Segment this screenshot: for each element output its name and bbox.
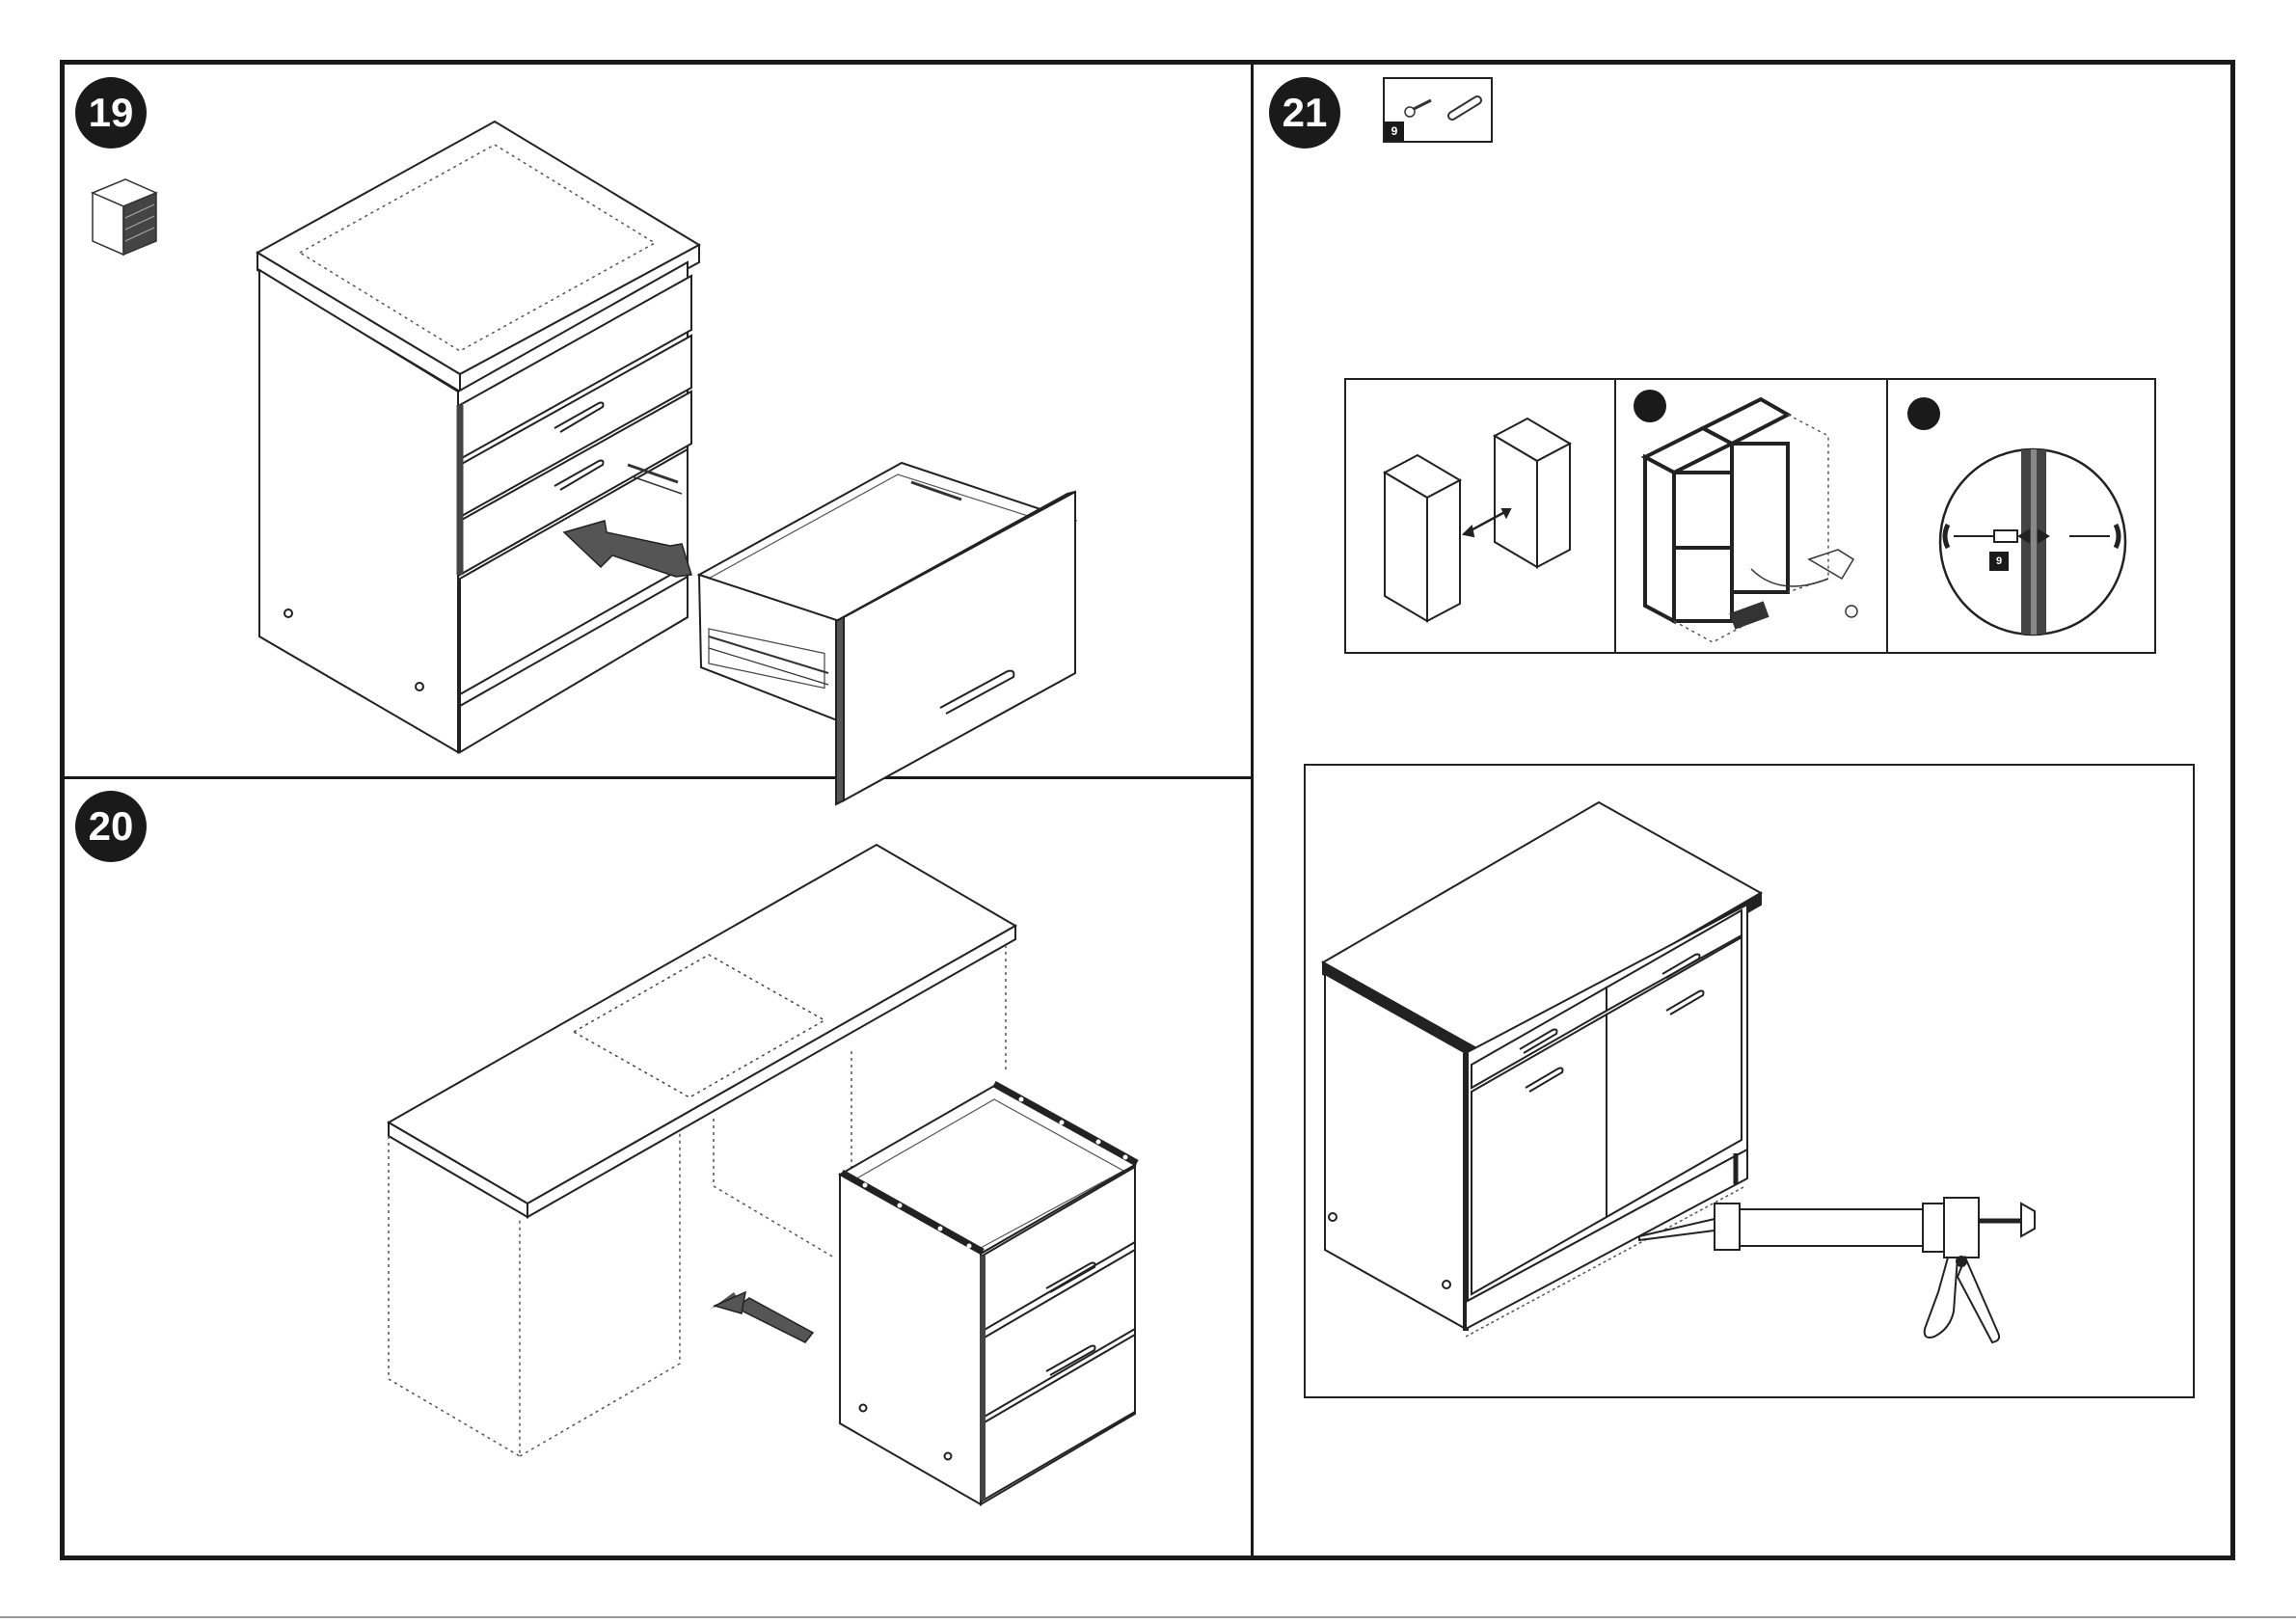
cabinet-thumbnail-icon	[87, 174, 164, 260]
footer-rule	[0, 1616, 2296, 1618]
screw-icon	[1402, 96, 1435, 120]
step-number: 19	[89, 90, 134, 136]
step-19-drawer-cabinet-illustration	[246, 116, 1094, 771]
step-number: 21	[1283, 90, 1328, 136]
step-marker-dot	[1907, 397, 1940, 430]
joining-detail-strip: 9	[1344, 378, 2156, 654]
dowel-icon	[1446, 93, 1485, 122]
sealing-cabinet-illustration	[1321, 800, 2170, 1379]
divider-vertical	[1251, 60, 1254, 1560]
fastener-badge: 9	[1989, 552, 2009, 571]
step-20-desk-assembly-illustration	[381, 839, 1152, 1514]
parts-quantity-badge: 9	[1385, 122, 1404, 141]
drilling-cabinets-illustration	[1635, 415, 1896, 646]
divider-horizontal	[60, 776, 1254, 779]
parts-box: 9	[1383, 77, 1493, 143]
step-21-badge: 21	[1269, 77, 1340, 149]
strip-divider	[1614, 380, 1616, 652]
step-number: 20	[89, 803, 134, 850]
step-19-badge: 19	[75, 77, 147, 149]
joint-detail-circle-illustration	[1934, 444, 2137, 646]
two-cabinets-illustration	[1375, 409, 1607, 640]
step-20-badge: 20	[75, 791, 147, 862]
